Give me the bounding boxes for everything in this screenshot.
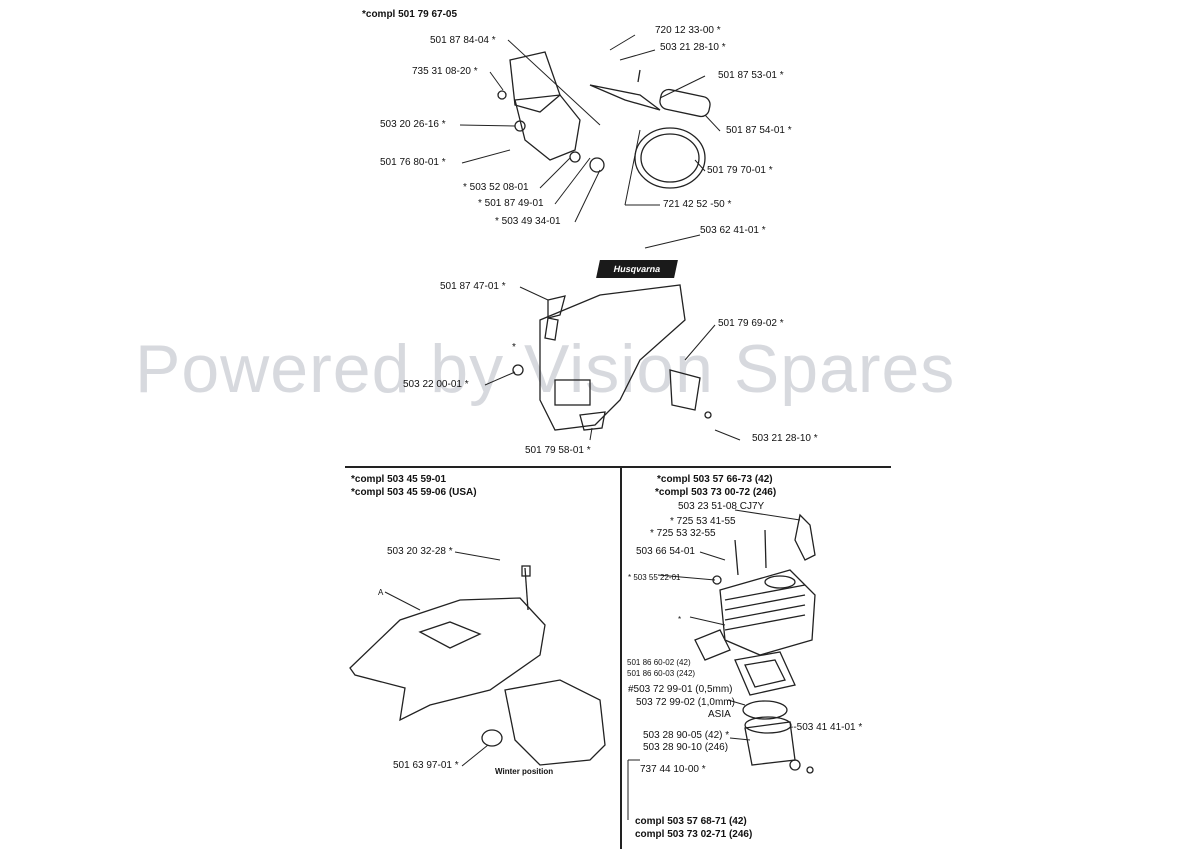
part-label: 501 86 60-03 (242) (627, 669, 696, 678)
winter-cover-drawing (504, 679, 606, 766)
part-label: * 503 52 08-01 (463, 182, 529, 193)
right-section-header-1: *compl 503 57 66-73 (42) (657, 474, 773, 485)
part-label: * 503 49 34-01 (495, 216, 561, 227)
brake-band-drawing (634, 127, 706, 189)
part-label: 501 87 53-01 * (718, 70, 784, 81)
part-label: 503 28 90-10 (246) (643, 742, 729, 753)
part-label: 503 66 54-01 (636, 546, 695, 557)
part-label: 501 87 47-01 * (440, 281, 506, 292)
chain-cover-drawing (539, 284, 686, 431)
part-label: 503 20 26-16 * (380, 119, 446, 130)
part-label: 503 62 41-01 * (700, 225, 766, 236)
part-label: 503 20 32-28 * (387, 546, 453, 557)
spring-drawing (589, 157, 605, 173)
part-label: 501 76 80-01 * (380, 157, 446, 168)
part-label: * 503 55 22-01 (628, 573, 681, 582)
part-label: * 501 87 49-01 (478, 198, 544, 209)
top-section-header: *compl 501 79 67-05 (362, 9, 458, 20)
part-label: * 725 53 41-55 (670, 516, 736, 527)
part-label: 501 87 84-04 * (430, 35, 496, 46)
part-label: #503 72 99-01 (0,5mm) (628, 684, 733, 695)
part-label: 503 21 28-10 * (660, 42, 726, 53)
part-label: * (678, 615, 682, 624)
part-label: 737 44 10-00 * (640, 764, 706, 775)
husqvarna-logo: Husqvarna (596, 260, 678, 278)
left-section-header-1: *compl 503 45 59-01 (351, 474, 447, 485)
part-label: 503 22 00-01 * (403, 379, 469, 390)
piston-ring-drawing (742, 700, 788, 720)
right-section-header-2: *compl 503 73 00-72 (246) (655, 487, 777, 498)
handle-link-drawing (589, 84, 661, 111)
part-label: 503 23 51-08 CJ7Y (678, 501, 765, 512)
bushing-drawing (569, 151, 581, 163)
part-label: * 725 53 32-55 (650, 528, 716, 539)
spark-plug-drawing (794, 513, 816, 561)
brake-bracket-drawing (509, 51, 561, 113)
part-label: 501 79 70-01 * (707, 165, 773, 176)
part-label: 735 31 08-20 * (412, 66, 478, 77)
gasket-drawing (694, 629, 731, 661)
top-cover-drawing (349, 597, 546, 722)
part-label: * (512, 342, 516, 353)
piston-drawing (744, 721, 796, 766)
part-label: 720 12 33-00 * (655, 25, 721, 36)
base-gasket-drawing (734, 651, 796, 696)
part-label: 501 79 58-01 * (525, 445, 591, 456)
winter-position-label: Winter position (495, 767, 554, 776)
right-section-footer-2: compl 503 73 02-71 (246) (635, 829, 753, 840)
grip-drawing (659, 88, 711, 118)
part-label: 501 87 54-01 * (726, 125, 792, 136)
part-label: 501 63 97-01 * (393, 760, 459, 771)
right-section-footer-1: compl 503 57 68-71 (42) (635, 816, 747, 827)
section-divider-horizontal (345, 466, 891, 468)
brake-lever-drawing (514, 94, 581, 161)
part-label: 501 86 60-02 (42) (627, 658, 691, 667)
washer-drawing (497, 90, 507, 100)
section-divider-vertical (620, 467, 622, 849)
part-label: 503 21 28-10 * (752, 433, 818, 444)
part-label: 503 28 90-05 (42) * (643, 730, 730, 741)
part-label: 503 72 99-02 (1,0mm) (636, 697, 735, 708)
part-label: 721 42 52 -50 * (663, 199, 732, 210)
left-section-header-2: *compl 503 45 59-06 (USA) (351, 487, 477, 498)
part-label: --503 41 41-01 * (790, 722, 863, 733)
part-label: A (378, 588, 384, 597)
part-label: ASIA (708, 709, 731, 720)
part-label: 501 79 69-02 * (718, 318, 784, 329)
